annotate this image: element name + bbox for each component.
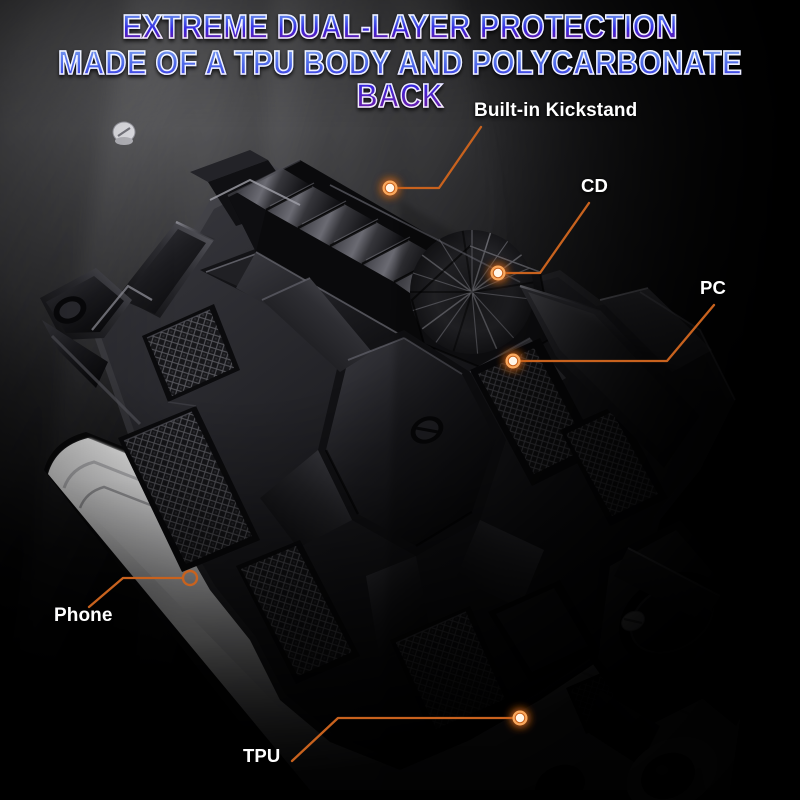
callout-marker-pc[interactable] — [508, 356, 518, 366]
callout-label-pc: PC — [700, 277, 726, 298]
callout-line-kickstand — [388, 125, 483, 190]
callout-line-cd — [496, 201, 591, 275]
callout-marker-kickstand[interactable] — [385, 183, 395, 193]
callout-label-tpu: TPU — [243, 745, 281, 766]
callout-marker-cd[interactable] — [493, 268, 503, 278]
callout-line-pc — [511, 303, 716, 363]
callout-line-phone — [87, 576, 185, 609]
callout-label-kickstand: Built-in Kickstand — [474, 100, 638, 121]
callout-marker-phone[interactable] — [181, 569, 199, 587]
callout-line-tpu — [290, 716, 522, 763]
callout-label-cd: CD — [581, 175, 608, 196]
callout-marker-tpu[interactable] — [515, 713, 525, 723]
callout-label-phone: Phone — [54, 605, 113, 626]
